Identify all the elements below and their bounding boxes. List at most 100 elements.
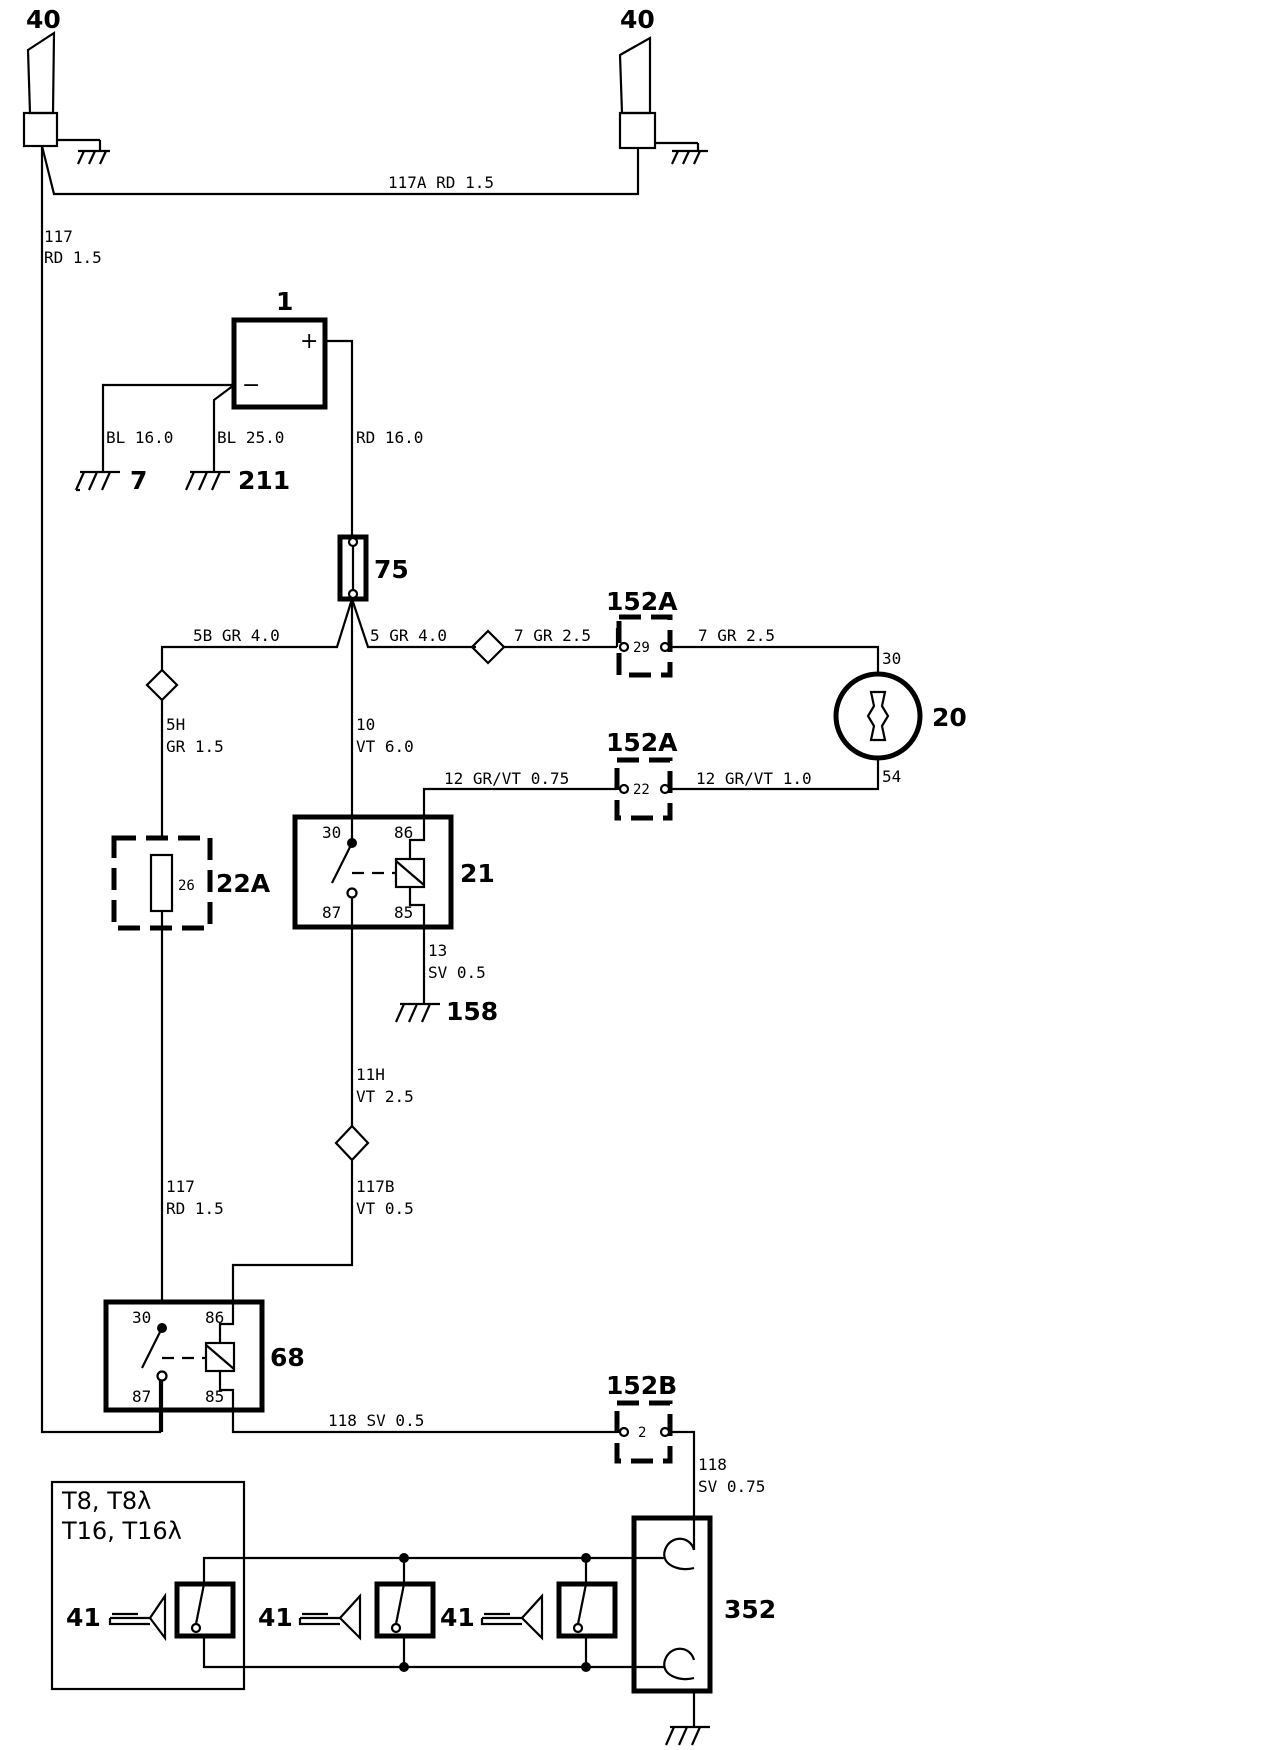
c152b-pin: 2: [638, 1425, 646, 1441]
switch-20-pin-30: 30: [882, 649, 901, 668]
wire-117-top-num: 117: [44, 227, 73, 246]
ignition-switch-20: 20 30 54: [833, 649, 967, 786]
wire-5b: [160, 598, 354, 670]
horn-bus-top: [202, 1556, 665, 1584]
svg-text:211: 211: [238, 466, 290, 495]
wire-117-bot-spec: RD 1.5: [166, 1199, 224, 1218]
c152a-top-id: 152A: [606, 587, 678, 616]
wire-5h-num: 5H: [166, 715, 185, 734]
battery-plus: +: [300, 329, 318, 354]
relay-21-pin-30: 30: [322, 823, 341, 842]
wire-7b-label: 7 GR 2.5: [698, 626, 775, 645]
wire-5-label: 5 GR 4.0: [370, 626, 447, 645]
wire-rd16-label: RD 16.0: [356, 428, 423, 447]
relay-21: 30 86 87 85 21: [292, 814, 495, 930]
wire-118b-num: 118: [698, 1455, 727, 1474]
relay-68-pin-87: 87: [132, 1387, 151, 1406]
wire-117b: [231, 1160, 354, 1302]
c152b-id: 152B: [606, 1371, 677, 1400]
horn-right-id: 40: [620, 5, 655, 34]
variant-box: T8, T8λ T16, T16λ: [50, 1480, 246, 1691]
battery-minus: −: [242, 373, 260, 398]
wire-7b: [670, 645, 880, 674]
svg-text:7: 7: [130, 466, 147, 495]
battery: + − 1: [231, 287, 328, 410]
unit-352-id: 352: [724, 1595, 776, 1624]
connector-152b: 2 152B: [606, 1371, 677, 1464]
wire-117-bot-num: 117: [166, 1177, 195, 1196]
wire-13-spec: SV 0.5: [428, 963, 486, 982]
wire-12b: [670, 758, 880, 791]
horn-switch-2-id: 41: [258, 1603, 293, 1632]
fuse-22a-pin: 26: [178, 878, 195, 894]
svg-text:158: 158: [446, 997, 498, 1026]
splice-11h-117b: [334, 1124, 370, 1162]
horn-switch-3-id: 41: [440, 1603, 475, 1632]
horn-switch-2: 41: [258, 1581, 436, 1641]
fuse-22a-id: 22A: [216, 869, 271, 898]
wire-bl25-label: BL 25.0: [217, 428, 284, 447]
wire-118a: [231, 1410, 617, 1434]
variant-line-1: T8, T8λ: [61, 1487, 151, 1515]
relay-68-pin-86: 86: [205, 1308, 224, 1327]
horn-left: 40: [22, 5, 110, 165]
wire-7a-label: 7 GR 2.5: [514, 626, 591, 645]
splice-5-7: [470, 629, 506, 665]
splice-5h: [145, 668, 179, 702]
relay-68-id: 68: [270, 1343, 305, 1372]
horn-right: 40: [618, 5, 708, 165]
horn-left-id: 40: [26, 5, 61, 34]
horn-switch-3: 41: [440, 1581, 618, 1641]
variant-line-2: T16, T16λ: [61, 1517, 182, 1545]
wire-11h-num: 11H: [356, 1065, 385, 1084]
wire-12b-label: 12 GR/VT 1.0: [696, 769, 812, 788]
ground-bottom: [664, 1725, 710, 1746]
c152a-top-pin: 29: [633, 640, 650, 656]
wire-5: [350, 598, 476, 649]
wire-5h-spec: GR 1.5: [166, 737, 224, 756]
fuse-22a: 26 22A: [111, 835, 271, 931]
wire-12a: [422, 787, 617, 817]
horn-switch-1: 41: [66, 1581, 236, 1642]
wire-117-top-spec: RD 1.5: [44, 248, 102, 267]
connector-152a-mid: 22 152A: [606, 728, 678, 821]
wire-117b-spec: VT 0.5: [356, 1199, 414, 1218]
wire-12a-label: 12 GR/VT 0.75: [444, 769, 569, 788]
wire-117-left-trunk: [40, 146, 162, 1434]
wire-118b: [670, 1430, 696, 1518]
relay-68-pin-30: 30: [132, 1308, 151, 1327]
switch-20-id: 20: [932, 703, 967, 732]
wire-5b-label: 5B GR 4.0: [193, 626, 280, 645]
wire-117a: [40, 145, 640, 196]
relay-21-pin-86: 86: [394, 823, 413, 842]
wire-10-num: 10: [356, 715, 375, 734]
wire-117b-num: 117B: [356, 1177, 395, 1196]
fuse-75-id: 75: [374, 555, 409, 584]
wire-bl16-label: BL 16.0: [106, 428, 173, 447]
wire-rd16: [325, 339, 354, 537]
relay-21-id: 21: [460, 859, 495, 888]
ground-7: 7: [74, 466, 147, 495]
ground-158: 158: [394, 997, 498, 1026]
c152a-mid-pin: 22: [633, 782, 650, 798]
c152a-mid-id: 152A: [606, 728, 678, 757]
horn-bus-bottom: [202, 1636, 665, 1669]
wire-13-num: 13: [428, 941, 447, 960]
connector-152a-top: 29 152A: [606, 587, 678, 678]
fuse-75: 75: [337, 534, 409, 602]
relay-68-pin-85: 85: [205, 1387, 224, 1406]
ground-211: 211: [184, 466, 290, 495]
relay-68: 30 86 87 85 68: [103, 1299, 305, 1413]
horn-switch-1-id: 41: [66, 1603, 101, 1632]
wire-bl25: [212, 384, 235, 472]
wire-117a-label: 117A RD 1.5: [388, 173, 494, 192]
wire-11h-spec: VT 2.5: [356, 1087, 414, 1106]
wire-118b-spec: SV 0.75: [698, 1477, 765, 1496]
relay-21-pin-85: 85: [394, 903, 413, 922]
horn-switch-unit-352: 352: [631, 1515, 776, 1727]
battery-id: 1: [276, 287, 293, 316]
relay-21-pin-87: 87: [322, 903, 341, 922]
wire-bl16: [101, 383, 234, 472]
wire-10-spec: VT 6.0: [356, 737, 414, 756]
